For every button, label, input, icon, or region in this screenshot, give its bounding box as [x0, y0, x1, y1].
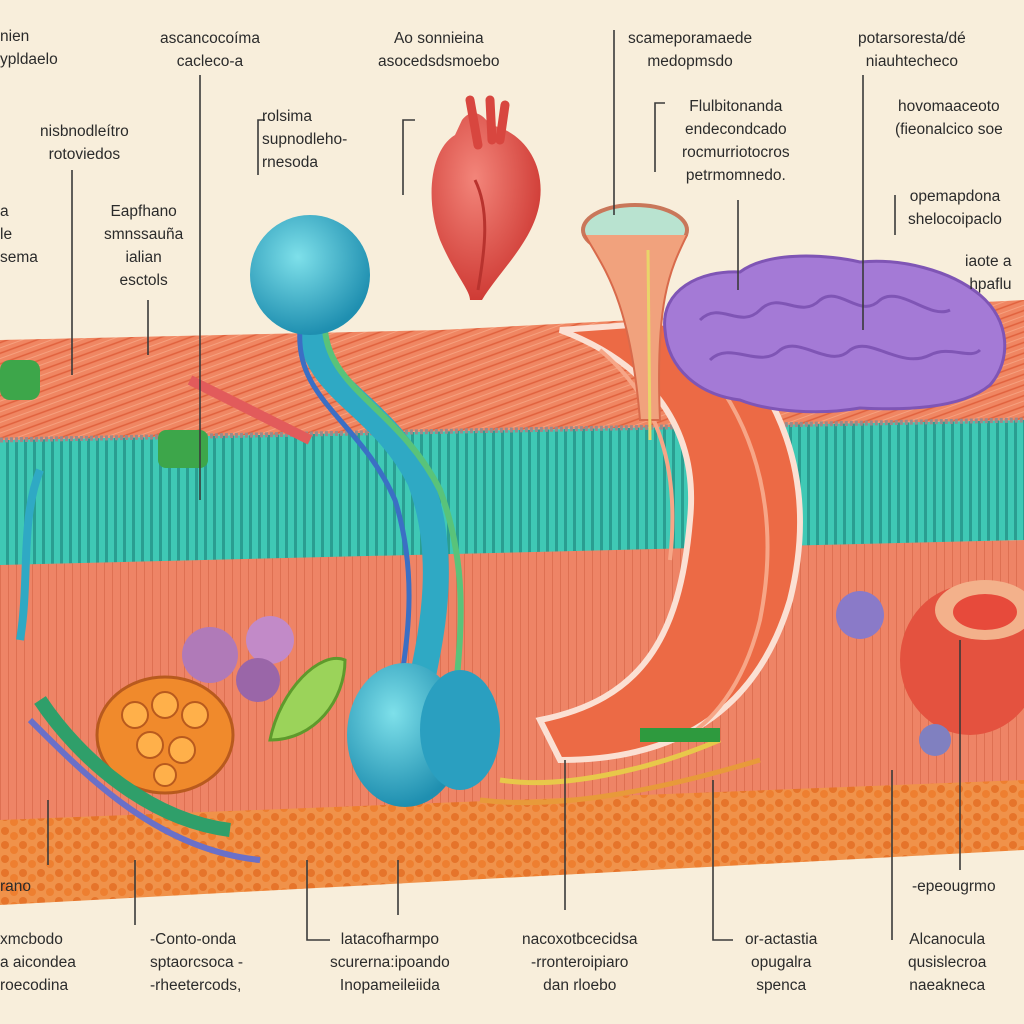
leader-lines — [47, 30, 961, 941]
gland-icon — [581, 203, 689, 441]
brain-icon — [663, 254, 1007, 414]
heart-icon — [431, 95, 541, 301]
label-right-5: hovomaaceoto(fieonalcico soe — [895, 98, 1003, 138]
teal-band — [0, 420, 1024, 565]
curved-muscle — [535, 316, 803, 764]
cell-cluster-icon — [95, 675, 235, 795]
vessel-icon — [250, 215, 500, 807]
label-bottom-0: rano — [0, 878, 32, 895]
right-organ — [900, 580, 1024, 735]
label-bottom-6: -epeougrmo — [912, 878, 996, 895]
